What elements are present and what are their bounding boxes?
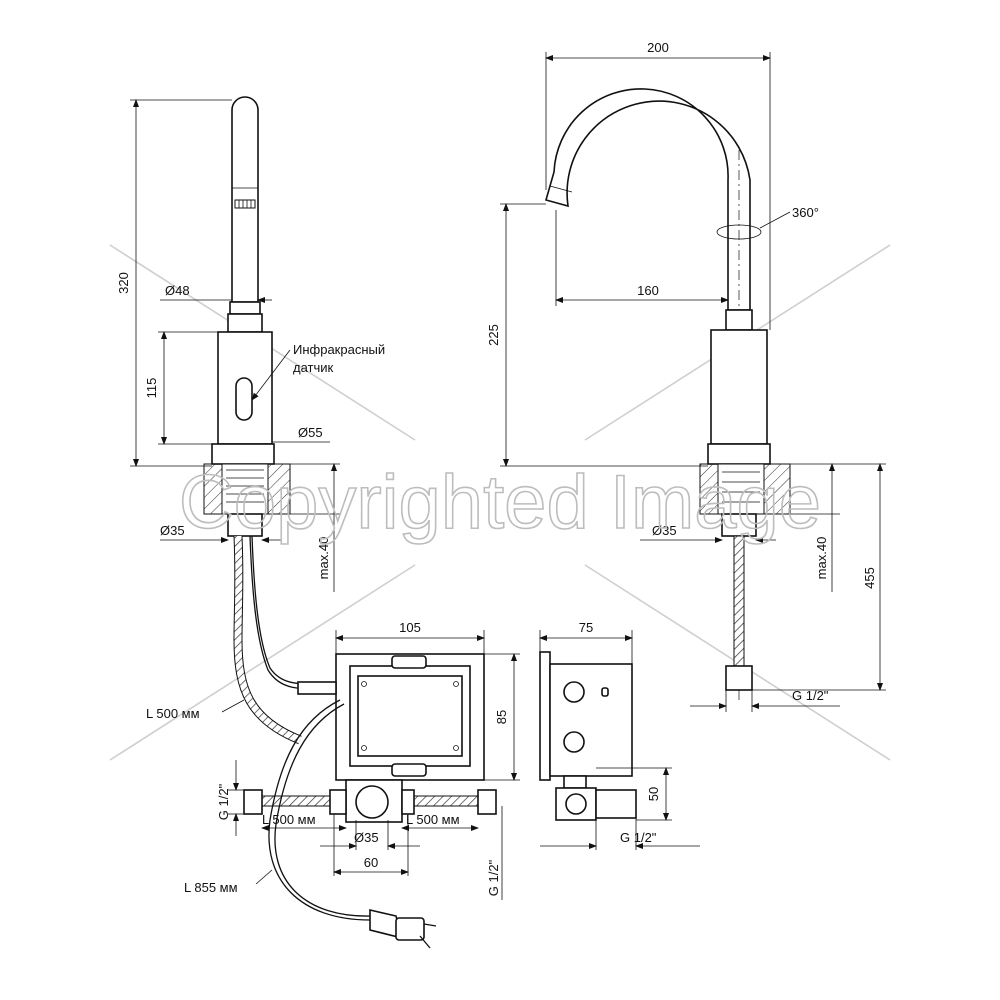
spout-aerator [234,199,256,209]
side-rotation: 360° [792,205,819,220]
side-shank-diameter: Ø35 [652,523,677,538]
front-body-height: 115 [144,378,159,399]
box-side-thread: G 1/2" [620,830,657,845]
side-height: 225 [486,324,501,346]
sensor-label-line2: датчик [293,360,334,375]
watermark-text: Copyrighted Image [179,460,821,545]
front-height-total: 320 [116,272,131,294]
side-reach: 160 [637,283,659,298]
labels: 320 Ø48 115 Инфракрасный датчик Ø55 Ø35 … [116,40,877,896]
thread-left: G 1/2" [216,783,231,820]
control-box-front [221,630,520,949]
front-body-diameter: Ø55 [298,425,323,440]
side-thread: G 1/2" [792,688,829,703]
front-spout-diameter: Ø48 [165,283,190,298]
sensor-label-line1: Инфракрасный [293,342,385,357]
box-height: 85 [494,710,509,724]
front-shank-diameter: Ø35 [160,523,185,538]
thread-bottom: G 1/2" [486,859,501,896]
box-depth: 75 [579,620,593,635]
side-gooseneck [545,88,751,311]
side-view [500,52,886,712]
hose-right-length: L 500 мм [406,812,460,827]
side-overall-length: 455 [862,567,877,589]
front-max-thickness: max.40 [316,537,331,580]
control-box-side [539,630,700,850]
hose-left-length: L 500 мм [262,812,316,827]
infrared-sensor-window [235,377,253,421]
valve-spacing: 60 [364,855,378,870]
box-width: 105 [399,620,421,635]
box-side-height: 50 [646,787,661,801]
hose-spout-length: L 500 мм [146,706,200,721]
front-view [130,96,340,745]
side-body [710,329,768,445]
valve-diameter: Ø35 [354,830,379,845]
side-max-thickness: max.40 [814,537,829,580]
side-width-total: 200 [647,40,669,55]
cable-length: L 855 мм [184,880,238,895]
